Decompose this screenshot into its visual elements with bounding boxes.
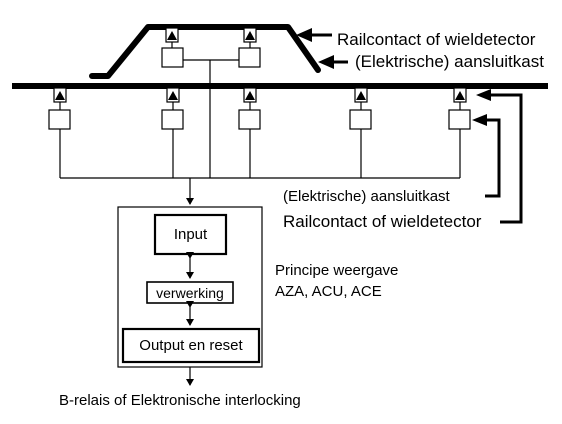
label-principe-line2: AZA, ACU, ACE — [275, 283, 382, 300]
main-detector-4 — [354, 87, 368, 103]
junction-box-1 — [48, 109, 71, 130]
main-detector-3 — [243, 87, 257, 103]
verwerking-label: verwerking — [156, 284, 224, 301]
label-output-target: B-relais of Elektronische interlocking — [59, 392, 301, 409]
callout-arrow-aansluitkast-top — [318, 55, 348, 69]
siding-junction-box-1 — [161, 47, 184, 68]
siding-track — [89, 24, 321, 79]
input-box — [153, 213, 228, 256]
bracket-railcontact-bottom — [488, 93, 523, 224]
output-box — [121, 327, 261, 364]
box-wires — [59, 129, 461, 178]
siding-detector-2 — [243, 27, 257, 43]
junction-box-2 — [161, 109, 184, 130]
callout-arrow-railcontact-top — [296, 28, 332, 42]
junction-box-4 — [349, 109, 372, 130]
label-principe-line1: Principe weergave — [275, 262, 399, 279]
main-detector-2 — [166, 87, 180, 103]
main-detector-1 — [53, 87, 67, 103]
junction-box-3 — [238, 109, 261, 130]
siding-detector-1 — [165, 27, 179, 43]
main-detector-5 — [453, 87, 467, 103]
siding-junction-box-2 — [238, 47, 261, 68]
label-aansluitkast-bottom: (Elektrische) aansluitkast — [283, 188, 450, 205]
input-label: Input — [173, 226, 208, 243]
label-aansluitkast-top: (Elektrische) aansluitkast — [355, 52, 544, 71]
output-label: Output en reset — [139, 337, 243, 354]
bracket-aansluitkast-bottom — [484, 118, 501, 198]
junction-box-5 — [448, 109, 471, 130]
label-railcontact-bottom: Railcontact of wieldetector — [283, 212, 482, 231]
label-railcontact-top: Railcontact of wieldetector — [337, 30, 536, 49]
